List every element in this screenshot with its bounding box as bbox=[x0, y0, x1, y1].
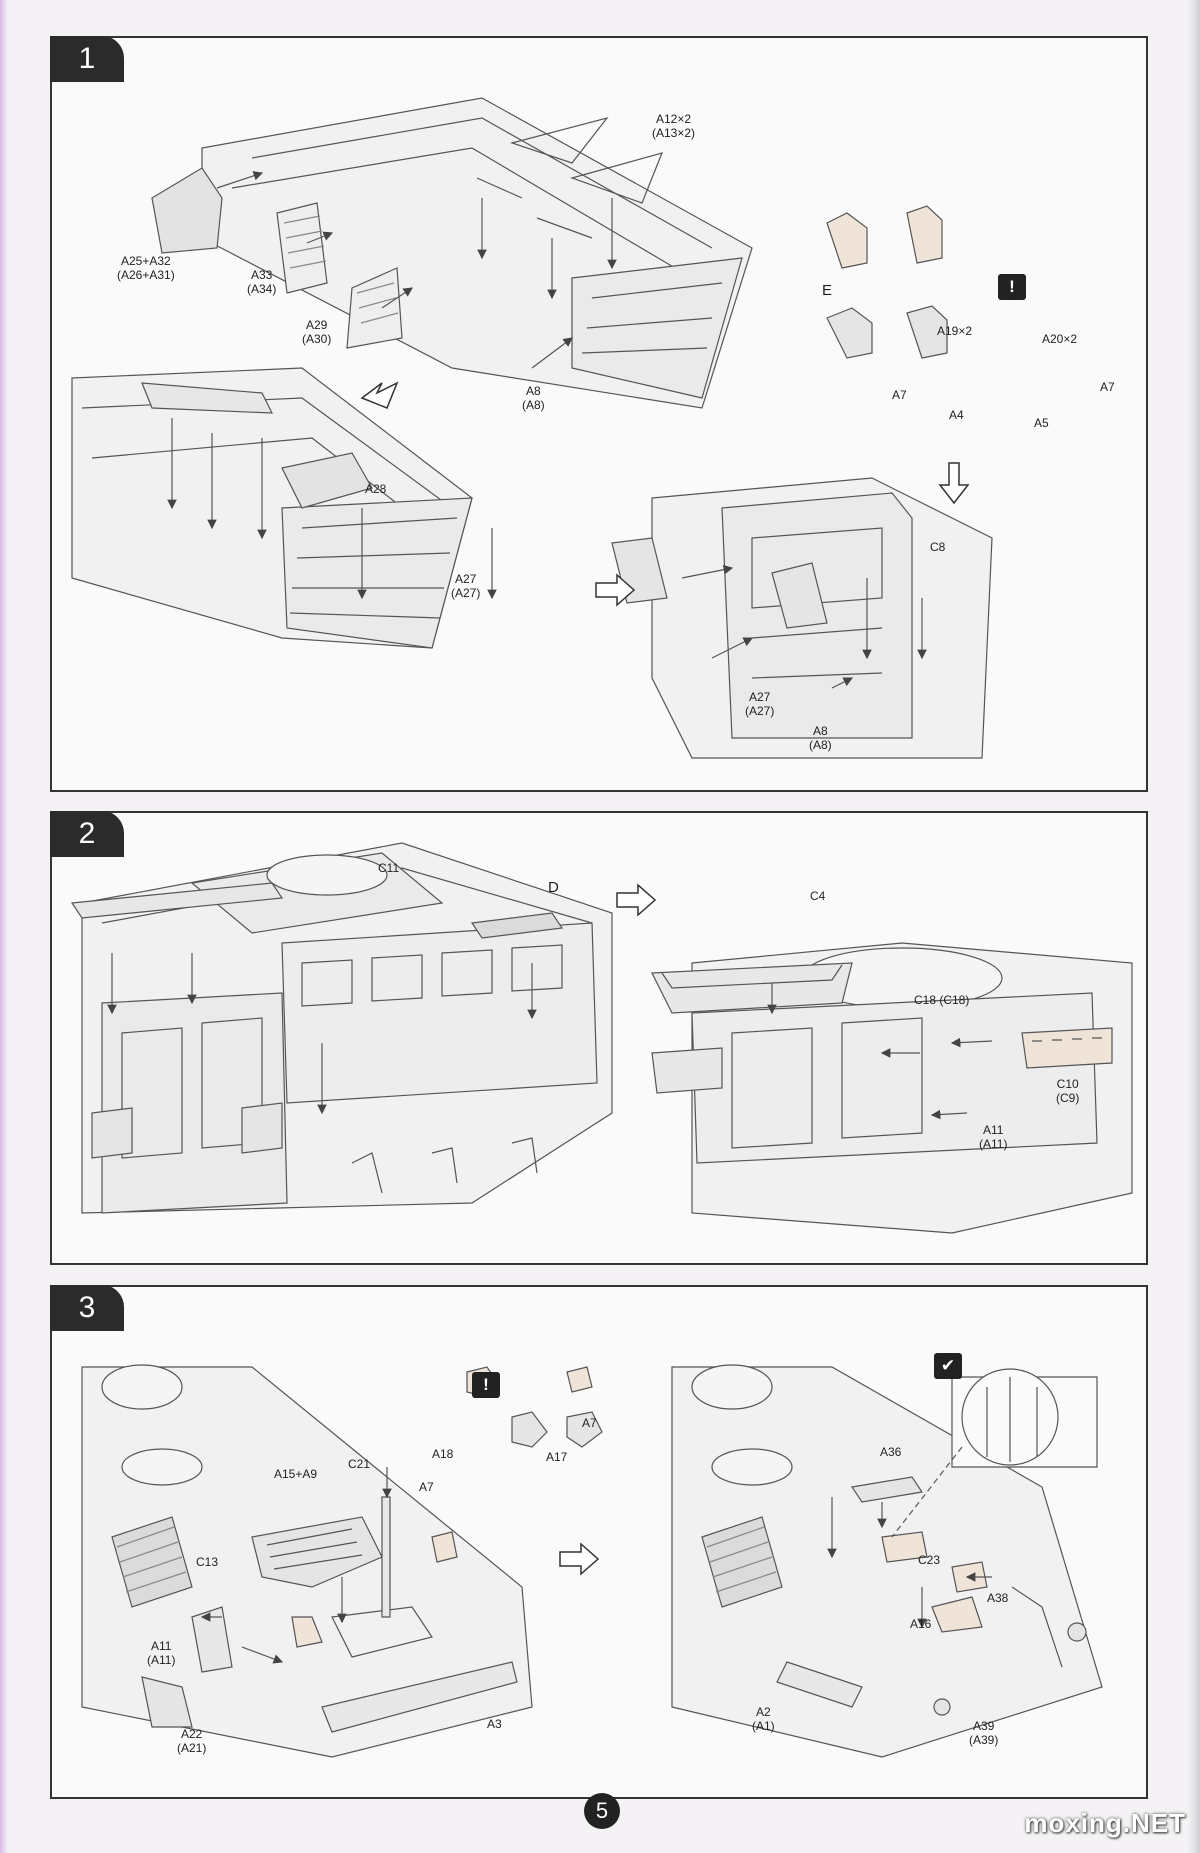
page-left-edge bbox=[0, 0, 8, 1853]
label-a22: A22(A21) bbox=[177, 1727, 207, 1755]
label-a28: A28 bbox=[365, 482, 387, 496]
label-a8-b: A8(A8) bbox=[809, 724, 832, 752]
label-c4: C4 bbox=[810, 889, 826, 903]
label-c10: C10(C9) bbox=[1056, 1077, 1080, 1105]
label-a11-step3: A11(A11) bbox=[147, 1639, 176, 1667]
label-a25: A25+A32(A26+A31) bbox=[117, 254, 175, 282]
label-a39: A39(A39) bbox=[969, 1719, 999, 1747]
label-a20: A20×2 bbox=[1042, 332, 1078, 346]
step-1-number: 1 bbox=[50, 36, 124, 82]
page-number: 5 bbox=[584, 1793, 620, 1829]
page-right-edge bbox=[1188, 0, 1200, 1853]
label-c23: C23 bbox=[918, 1553, 941, 1567]
label-a27: A27(A27) bbox=[451, 572, 481, 600]
label-a4: A4 bbox=[949, 408, 964, 422]
label-a7-right: A7 bbox=[1100, 380, 1115, 394]
step-1-panel: 1 bbox=[50, 36, 1148, 792]
label-c18: C18 (C18) bbox=[914, 993, 970, 1007]
label-a19: A19×2 bbox=[937, 324, 973, 338]
step-2-number: 2 bbox=[50, 811, 124, 857]
step-2-diagram bbox=[70, 842, 1133, 1234]
warning-icon-step3: ! bbox=[472, 1372, 500, 1398]
label-a5: A5 bbox=[1034, 416, 1049, 430]
label-c13: C13 bbox=[196, 1555, 219, 1569]
label-a7-left: A7 bbox=[892, 388, 907, 402]
step-1-diagram bbox=[71, 97, 993, 759]
right-flow-arrow-step3 bbox=[559, 1542, 600, 1576]
right-flow-arrow-step2 bbox=[616, 883, 657, 917]
label-a15: A15+A9 bbox=[274, 1467, 318, 1481]
label-a33: A33(A34) bbox=[247, 268, 277, 296]
label-e: E bbox=[822, 282, 833, 299]
step-3-number: 3 bbox=[50, 1285, 124, 1331]
label-a7-b: A7 bbox=[582, 1416, 597, 1430]
check-icon: ✔ bbox=[934, 1353, 962, 1379]
watermark: moxing.NET bbox=[1024, 1808, 1186, 1838]
label-c8: C8 bbox=[930, 540, 946, 554]
label-a3: A3 bbox=[487, 1717, 502, 1731]
down-flow-arrow bbox=[360, 381, 399, 409]
step-3-panel: 3 bbox=[50, 1285, 1148, 1799]
step-2-panel: 2 bbox=[50, 811, 1148, 1265]
down-flow-arrow-2 bbox=[938, 462, 970, 505]
label-a12: A12×2(A13×2) bbox=[652, 112, 696, 140]
label-c11: C11 bbox=[378, 861, 400, 875]
label-a36: A36 bbox=[880, 1445, 902, 1459]
right-flow-arrow bbox=[595, 573, 636, 607]
label-a2: A2(A1) bbox=[752, 1705, 775, 1733]
label-a27-b: A27(A27) bbox=[745, 690, 775, 718]
label-a17: A17 bbox=[546, 1450, 568, 1464]
label-a16: A16 bbox=[910, 1617, 932, 1631]
step-3-diagram bbox=[81, 1364, 1103, 1758]
label-a29: A29(A30) bbox=[302, 318, 332, 346]
label-c21: C21 bbox=[348, 1457, 371, 1471]
label-d: D bbox=[548, 879, 559, 896]
label-a18: A18 bbox=[432, 1447, 454, 1461]
label-a7-a: A7 bbox=[419, 1480, 434, 1494]
label-a38: A38 bbox=[987, 1591, 1009, 1605]
warning-icon: ! bbox=[998, 274, 1026, 300]
label-a8: A8(A8) bbox=[522, 384, 545, 412]
label-a11: A11(A11) bbox=[979, 1123, 1008, 1151]
